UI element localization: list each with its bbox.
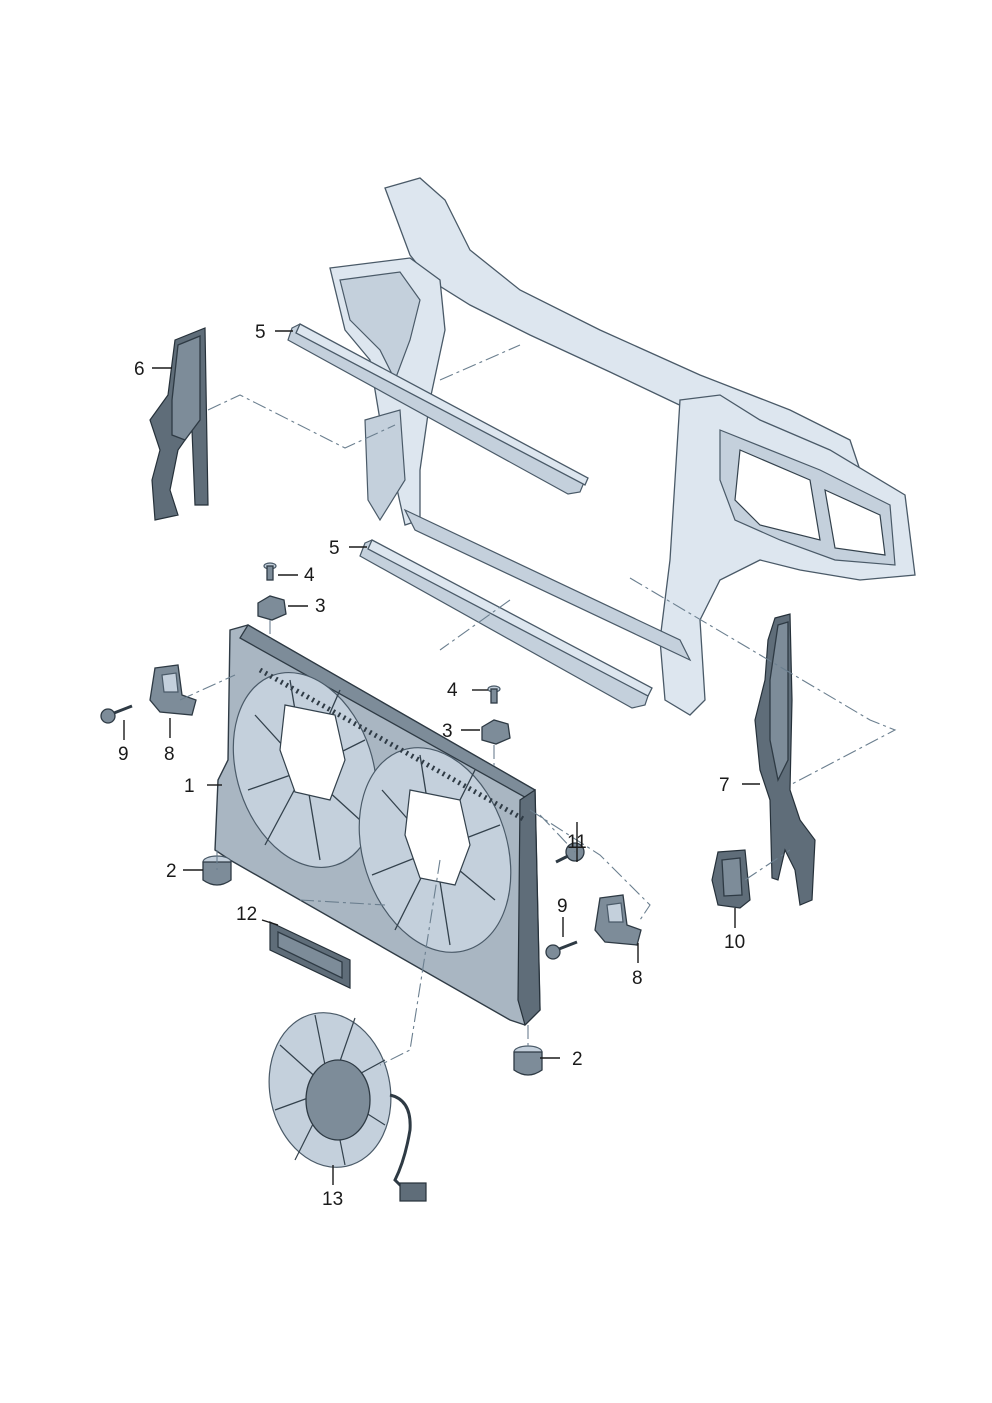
- callouts: 1 2 2 3 3 4 4 5 5 6 7 8 8 9 9 10 11 12 1…: [118, 322, 745, 1210]
- nut-upper: [257, 595, 287, 621]
- leader-lines: [123, 330, 760, 1185]
- nut-lower: [481, 719, 511, 745]
- callout-10: 10: [724, 932, 745, 953]
- callout-4-upper: 4: [304, 565, 315, 586]
- air-guide-right: [754, 613, 816, 906]
- rubber-mount-right: [513, 1045, 543, 1076]
- air-guide-left: [149, 327, 209, 521]
- fan-shroud: [214, 624, 541, 1027]
- callout-7: 7: [719, 775, 730, 796]
- fan-motor: [268, 1012, 427, 1202]
- callout-6: 6: [134, 359, 145, 380]
- callout-3-lower: 3: [442, 721, 453, 742]
- holder-10: [711, 849, 751, 909]
- seal-strip-upper: [287, 323, 589, 495]
- callout-8-left: 8: [164, 744, 175, 765]
- callout-11: 11: [567, 832, 587, 853]
- callout-13: 13: [322, 1189, 343, 1210]
- callout-5-upper: 5: [255, 322, 266, 343]
- lock-carrier-frame: [329, 177, 916, 716]
- assembly-lines: [179, 394, 897, 1066]
- callout-8-right: 8: [632, 968, 643, 989]
- callout-1: 1: [184, 776, 195, 797]
- screw-upper: [263, 562, 277, 581]
- cover-plate: [269, 921, 351, 989]
- screw-left: [100, 704, 133, 724]
- callout-4-lower: 4: [447, 680, 458, 701]
- callout-2-right: 2: [572, 1049, 583, 1070]
- bracket-left: [149, 664, 197, 716]
- callout-12: 12: [236, 904, 257, 925]
- callout-9-right: 9: [557, 896, 568, 917]
- screw-right: [545, 940, 578, 960]
- callout-5-lower: 5: [329, 538, 340, 559]
- callout-9-left: 9: [118, 744, 129, 765]
- bracket-right: [594, 894, 642, 946]
- seal-strip-lower: [359, 539, 653, 709]
- callout-3-upper: 3: [315, 596, 326, 617]
- screw-lower: [487, 685, 501, 704]
- callout-2-left: 2: [166, 861, 177, 882]
